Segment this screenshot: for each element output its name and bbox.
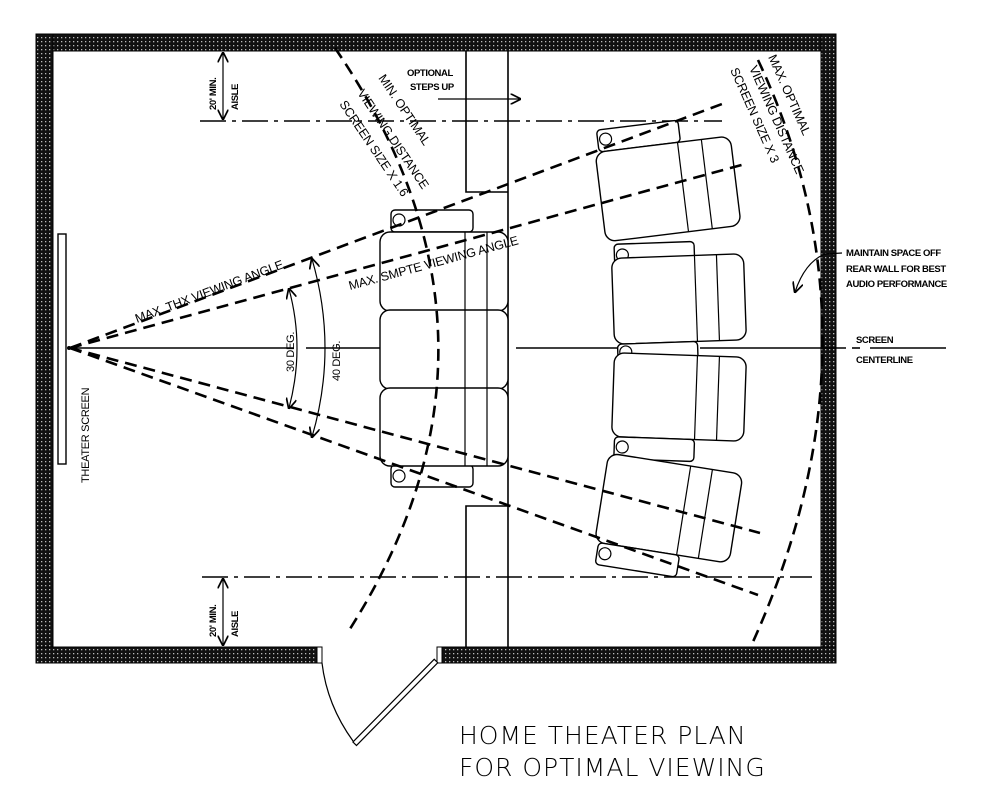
aisle-top-word-label: AISLE (230, 84, 241, 110)
sofa-seat-3 (379, 387, 509, 467)
angle-40-arc (312, 259, 326, 437)
sofa-arm-bottom (390, 464, 474, 488)
centerline-label-line1: SCREEN (856, 335, 894, 346)
smpte-angle-line-lower (69, 346, 761, 535)
steps-label-line1: OPTIONAL (407, 68, 453, 79)
recliner-1 (595, 119, 741, 242)
rear-wall-note-line3: AUDIO PERFORMANCE (846, 279, 947, 290)
wall-bottom-left (35, 646, 319, 664)
wall-left (35, 33, 54, 664)
theater-screen (57, 233, 67, 465)
door-jamb-right (436, 646, 443, 664)
angle-30-arc (289, 289, 298, 408)
thx-angle-label: MAX. THX VIEWING ANGLE (133, 258, 285, 326)
angle-30-label: 30 DEG. (285, 332, 297, 372)
rear-wall-note-line2: REAR WALL FOR BEST (846, 264, 946, 275)
centerline-label-line2: CENTERLINE (856, 355, 913, 366)
theater-screen-label: THEATER SCREEN (80, 387, 92, 483)
recliner-3 (611, 352, 747, 463)
plan-title-line1: HOME THEATER PLAN (459, 721, 747, 750)
aisle-bottom-word-label: AISLE (230, 611, 241, 637)
smpte-angle-line-upper (69, 162, 746, 350)
door-swing-arc (321, 662, 354, 742)
sofa-seat-2 (379, 309, 509, 390)
thx-angle-line-upper (69, 102, 723, 350)
door (321, 658, 439, 747)
door-leaf (352, 658, 439, 747)
door-jamb-left (316, 646, 323, 664)
aisle-top-dim-label: 20' MIN. (208, 78, 219, 110)
plan-title-line2: FOR OPTIMAL VIEWING (459, 753, 766, 782)
steps-label-line2: STEPS UP (410, 82, 455, 93)
thx-angle-line-lower (69, 346, 759, 597)
step-top (465, 51, 508, 193)
rear-wall-leader (795, 252, 843, 292)
angle-40-label: 40 DEG. (331, 341, 343, 381)
step-bottom (465, 505, 508, 647)
recliner-4 (595, 453, 743, 578)
aisle-bottom-dim-label: 20' MIN. (208, 605, 219, 637)
max-viewing-distance-arc (750, 59, 824, 645)
rear-row-recliners (595, 119, 747, 578)
sofa-cupholder-bottom (392, 469, 406, 483)
min-viewing-distance-arc (333, 47, 440, 633)
front-row-sofa (379, 209, 509, 488)
rear-wall-note-line1: MAINTAIN SPACE OFF (846, 248, 941, 259)
wall-top (35, 33, 837, 52)
wall-bottom-right (440, 646, 837, 664)
